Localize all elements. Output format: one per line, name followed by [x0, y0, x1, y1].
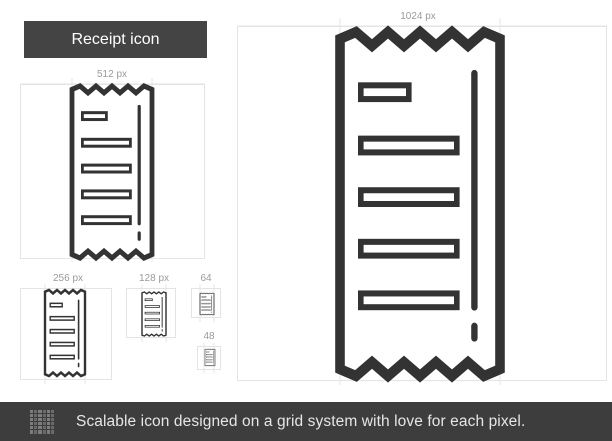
- receipt-icon-512: [72, 86, 152, 258]
- size-label-128: 128 px: [138, 273, 170, 284]
- size-label-256: 256 px: [52, 273, 84, 284]
- receipt-icon-256: [43, 288, 87, 378]
- title-text: Receipt icon: [71, 30, 160, 48]
- receipt-icon-64: [199, 292, 215, 316]
- frame-64: [191, 288, 221, 318]
- size-label-1024: 1024 px: [400, 11, 436, 22]
- footer-text: Scalable icon designed on a grid system …: [76, 412, 526, 430]
- frame-128: [126, 288, 176, 338]
- receipt-icon-128: [141, 291, 167, 337]
- grid-pattern-icon: [30, 409, 54, 434]
- frame-256: [20, 288, 112, 380]
- size-label-64: 64: [200, 273, 212, 284]
- receipt-icon-48: [204, 348, 216, 367]
- size-label-512: 512 px: [96, 69, 128, 80]
- size-label-48: 48: [203, 331, 215, 342]
- receipt-icon-large: [340, 32, 500, 376]
- receipt-icon-artwork: [20, 18, 607, 385]
- frame-48: [197, 346, 221, 370]
- footer-bar: Scalable icon designed on a grid system …: [0, 402, 612, 441]
- title-banner: Receipt icon: [24, 21, 207, 58]
